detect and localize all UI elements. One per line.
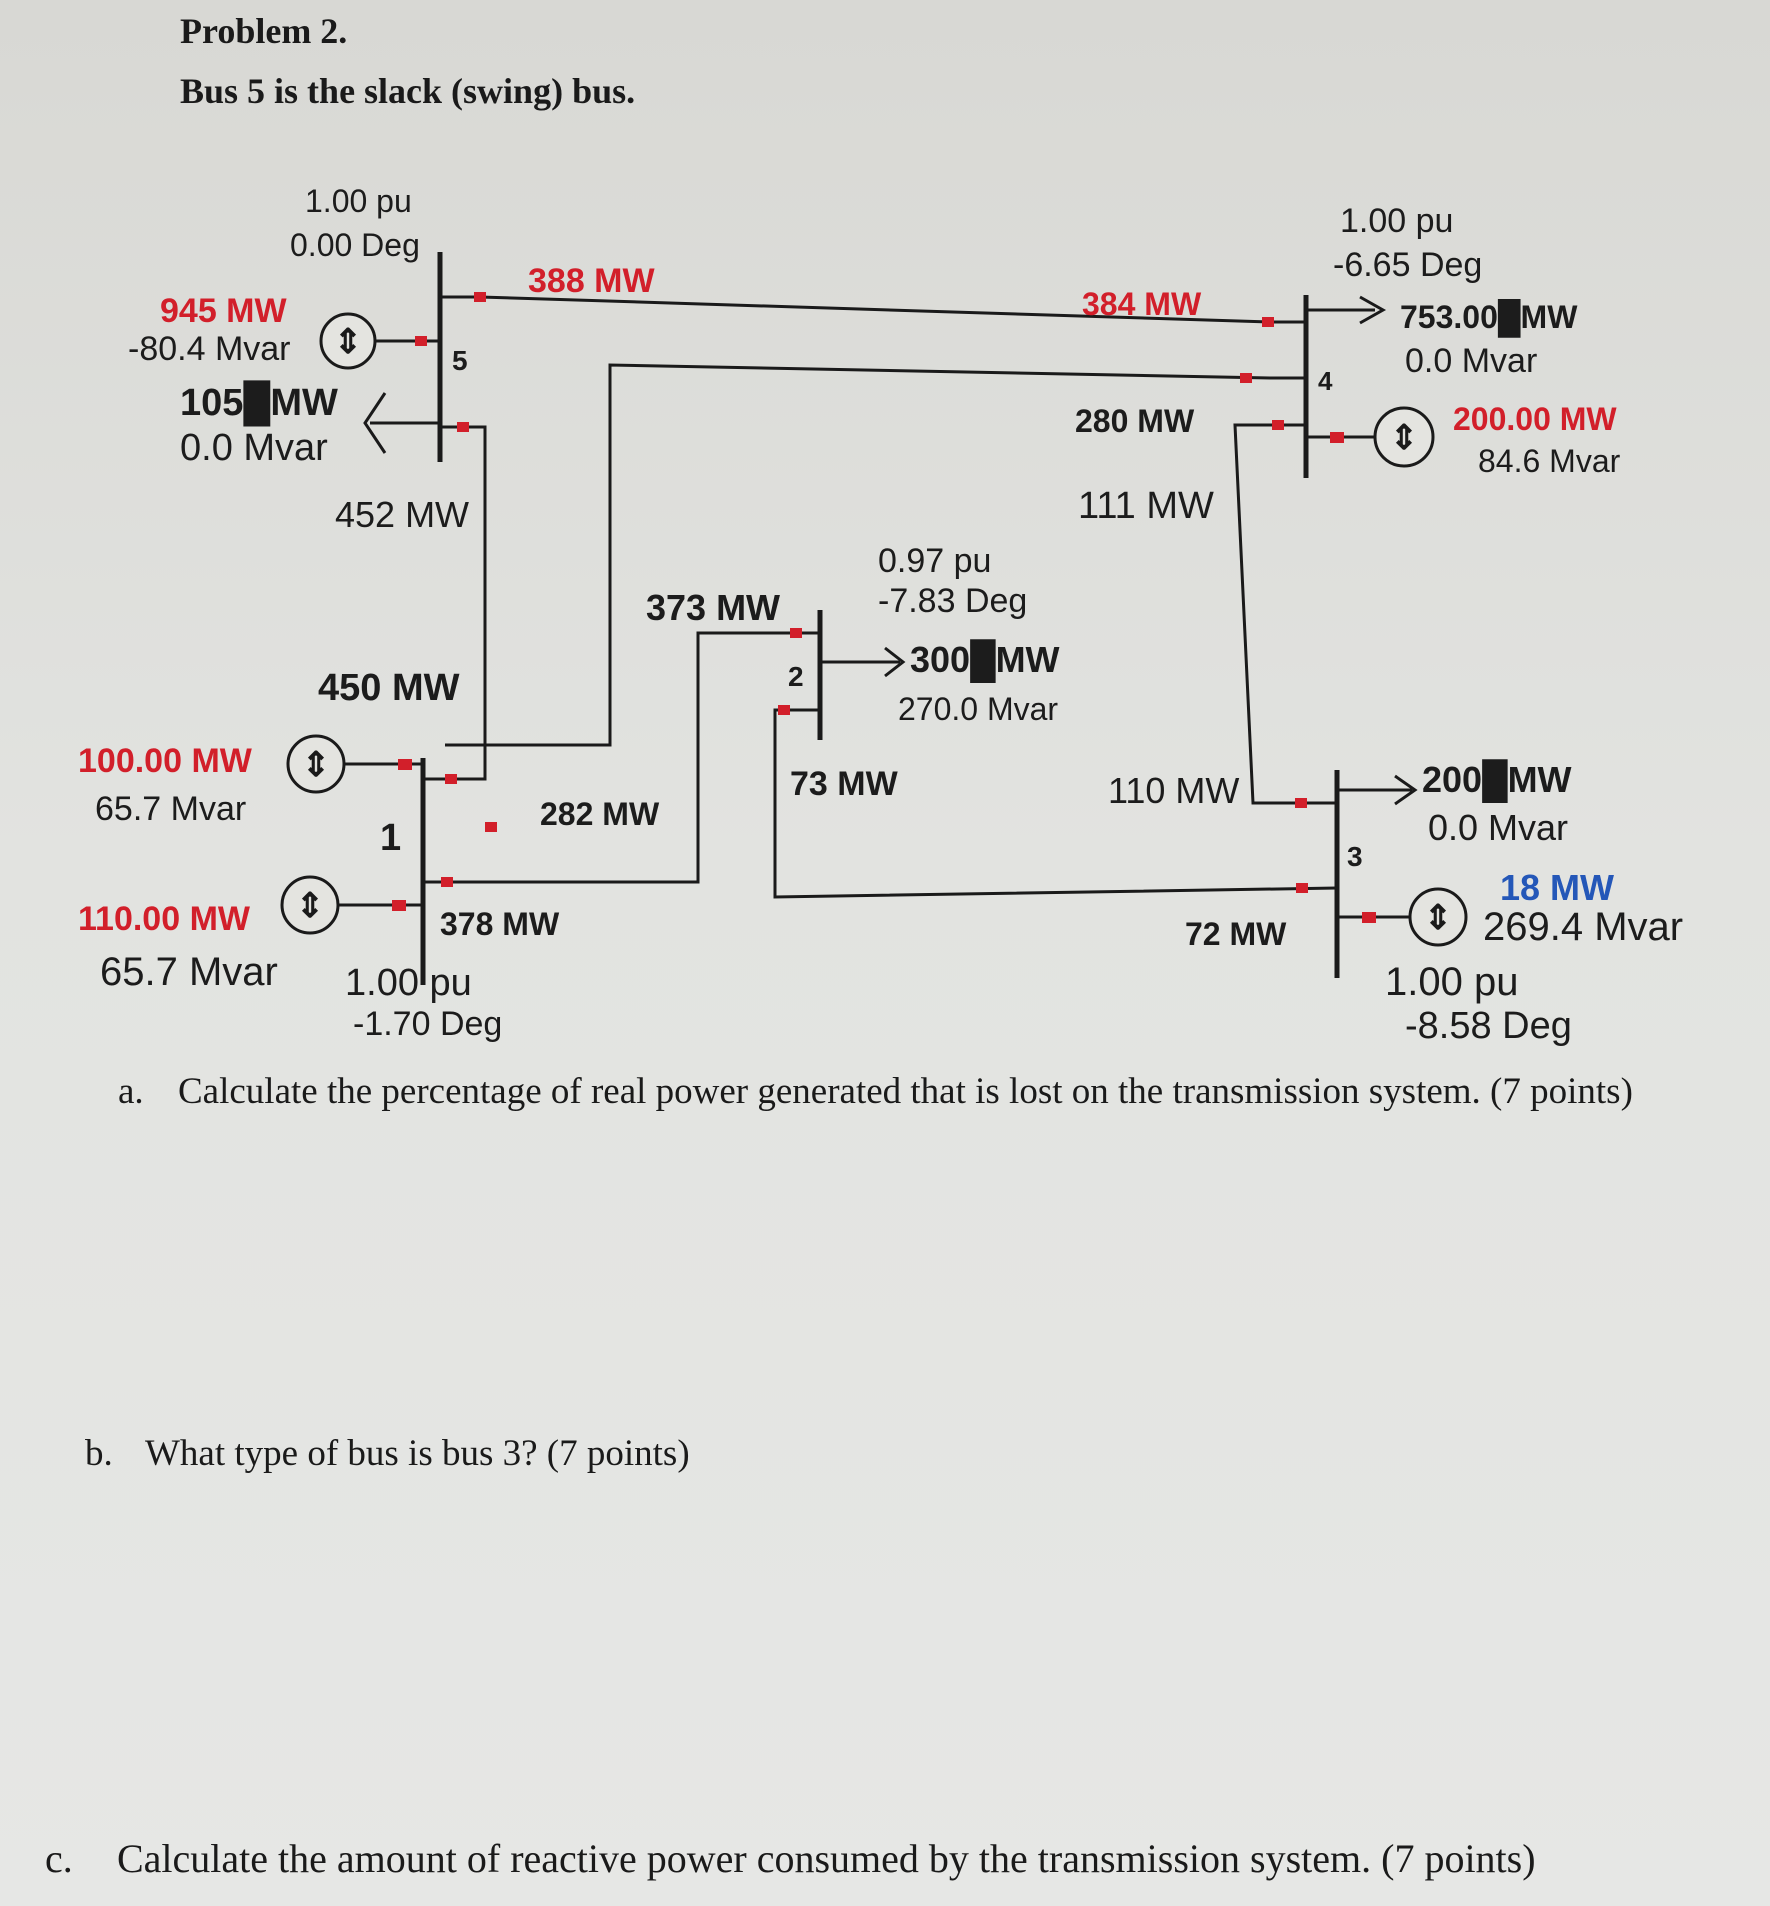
bus4-angle: -6.65 Deg bbox=[1333, 246, 1482, 284]
question-letter: c. bbox=[45, 1836, 73, 1881]
breaker-icon bbox=[1330, 432, 1344, 443]
bus1-gen-a-mw: 100.00 MW bbox=[78, 742, 253, 780]
flow-label: 110 MW bbox=[1108, 770, 1239, 811]
question-b: b. What type of bus is bus 3? (7 points) bbox=[85, 1432, 690, 1475]
breaker-icon bbox=[441, 877, 453, 887]
problem-title: Problem 2. bbox=[180, 11, 348, 51]
breaker-icon bbox=[457, 422, 469, 432]
bus4-gen-mw: 200.00 MW bbox=[1453, 401, 1617, 437]
bus1-gen-b-mw: 110.00 MW bbox=[78, 900, 251, 938]
line-4-3 bbox=[1233, 423, 1337, 805]
breaker-icon bbox=[445, 774, 457, 784]
breaker-icon bbox=[1296, 883, 1308, 893]
bus2-angle: -7.83 Deg bbox=[878, 582, 1027, 620]
question-a: a. Calculate the percentage of real power… bbox=[118, 1070, 1633, 1113]
line-4-1 bbox=[445, 363, 1306, 747]
bus1-angle: -1.70 Deg bbox=[353, 1005, 502, 1043]
bus4-number: 4 bbox=[1318, 366, 1333, 396]
question-text: Calculate the percentage of real power g… bbox=[178, 1071, 1633, 1112]
flow-label: 73 MW bbox=[790, 765, 899, 803]
breaker-icon bbox=[1295, 798, 1307, 808]
breaker-icon bbox=[790, 628, 802, 638]
flow-label: 72 MW bbox=[1185, 916, 1287, 952]
bus5-gen-mw: 945 MW bbox=[160, 292, 287, 330]
flow-label: 282 MW bbox=[540, 796, 660, 832]
line-1-2 bbox=[423, 631, 820, 884]
bus3-angle: -8.58 Deg bbox=[1405, 1005, 1572, 1047]
bus5-load-mw: 105█MW bbox=[180, 380, 338, 427]
bus2-voltage: 0.97 pu bbox=[878, 542, 991, 580]
generator-icon bbox=[286, 734, 346, 794]
breaker-icon bbox=[1362, 912, 1376, 923]
bus3-gen-mw: 18 MW bbox=[1500, 867, 1614, 908]
breaker-icon bbox=[778, 705, 790, 715]
breaker-icon bbox=[1272, 420, 1284, 430]
load4-arrow bbox=[1359, 295, 1387, 325]
bus4-voltage: 1.00 pu bbox=[1340, 202, 1453, 240]
generator-symbol: ⇕ bbox=[1424, 899, 1453, 937]
flow-label: 373 MW bbox=[646, 587, 780, 628]
generator-symbol: ⇕ bbox=[302, 746, 331, 784]
bus1-voltage: 1.00 pu bbox=[345, 962, 472, 1004]
generator-symbol: ⇕ bbox=[296, 887, 325, 925]
flow-label: 111 MW bbox=[1078, 485, 1214, 527]
flow-label: 280 MW bbox=[1075, 403, 1195, 439]
question-letter: b. bbox=[85, 1433, 113, 1474]
bus3-load-mvar: 0.0 Mvar bbox=[1428, 807, 1568, 848]
load5-arrow bbox=[363, 392, 387, 454]
flow-label: 450 MW bbox=[318, 667, 460, 709]
breaker-icon bbox=[1240, 373, 1252, 383]
line-5-1 bbox=[423, 425, 487, 781]
bus4-gen-mvar: 84.6 Mvar bbox=[1478, 443, 1621, 479]
generator-icon bbox=[1408, 887, 1468, 947]
bus3-load-mw: 200█MW bbox=[1422, 759, 1572, 803]
generator-symbol: ⇕ bbox=[1390, 419, 1419, 457]
question-text: Calculate the amount of reactive power c… bbox=[117, 1836, 1536, 1881]
question-c: c. Calculate the amount of reactive power… bbox=[45, 1835, 1536, 1882]
bus5-angle: 0.00 Deg bbox=[290, 227, 420, 263]
bus3-number: 3 bbox=[1347, 841, 1363, 872]
flow-label: 378 MW bbox=[440, 906, 560, 942]
bus3-gen-mvar: 269.4 Mvar bbox=[1483, 905, 1683, 949]
problem-subtitle: Bus 5 is the slack (swing) bus. bbox=[180, 71, 636, 111]
breakers bbox=[392, 292, 1376, 923]
bus5-voltage: 1.00 pu bbox=[305, 183, 412, 219]
bus3-voltage: 1.00 pu bbox=[1385, 960, 1518, 1004]
power-system-one-line-diagram: ⇕ ⇕ ⇕ ⇕ ⇕ 1.00 pu 0.00 bbox=[78, 183, 1683, 1047]
load2-arrow bbox=[884, 646, 906, 678]
bus2-load-mw: 300█MW bbox=[910, 639, 1060, 683]
bus4-load-mvar: 0.0 Mvar bbox=[1405, 342, 1537, 380]
breaker-icon bbox=[415, 336, 427, 346]
bus5-load-mvar: 0.0 Mvar bbox=[180, 427, 328, 469]
generator-icon bbox=[1373, 406, 1435, 468]
bus1-gen-a-mvar: 65.7 Mvar bbox=[95, 790, 246, 828]
breaker-icon bbox=[485, 822, 497, 832]
breaker-icon bbox=[1262, 317, 1274, 327]
bus1-number: 1 bbox=[380, 817, 401, 859]
breaker-icon bbox=[392, 900, 406, 911]
bus5-gen-mvar: -80.4 Mvar bbox=[128, 330, 291, 368]
bus2-number: 2 bbox=[788, 661, 804, 692]
breaker-icon bbox=[398, 759, 412, 770]
bus4-load-mw: 753.00█MW bbox=[1400, 298, 1578, 338]
flow-label: 452 MW bbox=[335, 494, 469, 535]
breaker-icon bbox=[474, 292, 486, 302]
load3-arrow bbox=[1394, 774, 1418, 806]
question-text: What type of bus is bus 3? (7 points) bbox=[145, 1433, 690, 1474]
line-5-4 bbox=[440, 295, 1306, 324]
bus2-load-mvar: 270.0 Mvar bbox=[898, 691, 1058, 727]
flow-label: 384 MW bbox=[1082, 286, 1202, 322]
generator-icon bbox=[319, 312, 377, 370]
flow-label: 388 MW bbox=[528, 262, 655, 300]
bus5-number: 5 bbox=[452, 345, 468, 376]
question-letter: a. bbox=[118, 1071, 144, 1112]
generator-symbol: ⇕ bbox=[334, 323, 363, 361]
bus1-gen-b-mvar: 65.7 Mvar bbox=[100, 950, 278, 994]
generator-icon bbox=[280, 875, 340, 935]
line-2-3 bbox=[773, 708, 1338, 899]
